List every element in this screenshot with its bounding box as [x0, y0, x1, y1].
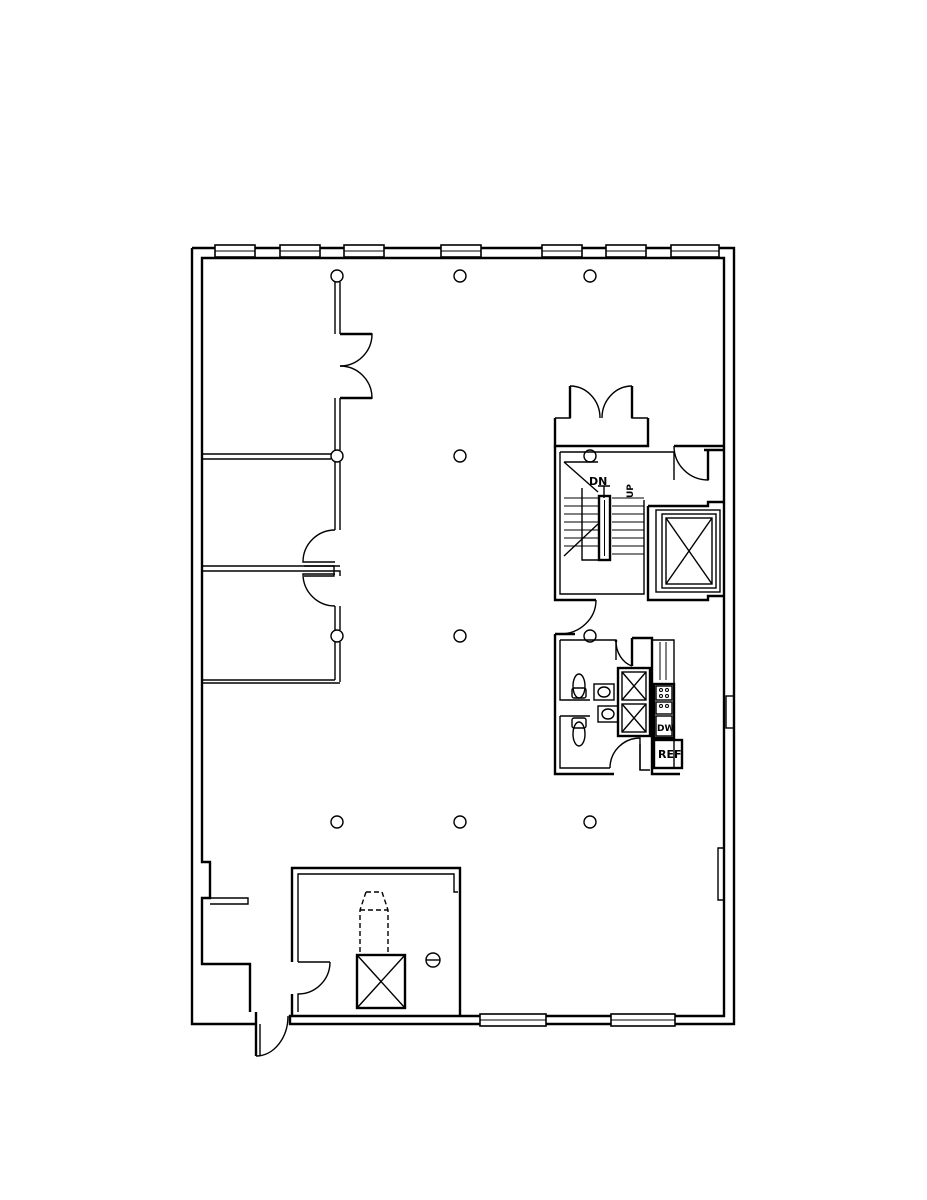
- column: [330, 815, 344, 829]
- column: [583, 269, 597, 283]
- column: [330, 449, 344, 463]
- column: [453, 815, 467, 829]
- top-windows: [214, 244, 720, 258]
- restrooms: [553, 634, 652, 776]
- office-doors: [302, 332, 373, 607]
- column: [453, 449, 467, 463]
- left-offices: [202, 282, 341, 684]
- exterior-walls: [190, 246, 736, 1026]
- column: [453, 269, 467, 283]
- column: [453, 629, 467, 643]
- right-wall-features: [717, 695, 735, 901]
- dishwasher-label: DW: [657, 724, 674, 734]
- column: [583, 815, 597, 829]
- stair-down-label: DN: [589, 475, 607, 488]
- structural-columns: [330, 269, 597, 829]
- entry-door: [254, 1012, 289, 1057]
- elevator: [646, 500, 724, 602]
- refrigerator-label: REF: [658, 748, 682, 761]
- mechanical-room: [290, 866, 462, 1016]
- stair-up-label: UP: [626, 484, 636, 498]
- column: [330, 269, 344, 283]
- pantry: [632, 636, 684, 776]
- column: [330, 629, 344, 643]
- stair-core: [553, 385, 724, 636]
- column: [583, 629, 597, 643]
- bottom-windows: [479, 1013, 676, 1027]
